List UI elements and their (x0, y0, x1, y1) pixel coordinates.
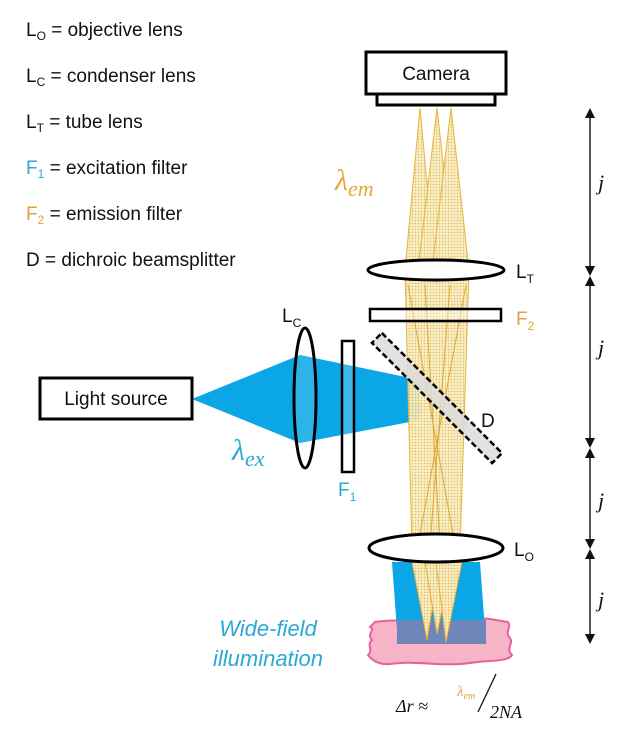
excitation-wavelength-label: λex (231, 434, 265, 471)
emission-filter (368, 307, 503, 323)
camera-label: Camera (402, 64, 470, 85)
legend-item-emission-filter: F2 = emission filter (26, 202, 236, 248)
excitation-filter-label: F1 (338, 480, 357, 504)
legend-symbol: F2 (26, 204, 45, 227)
legend-symbol: F1 (26, 158, 45, 181)
legend-text: = objective lens (45, 20, 183, 41)
emission-cones-sample (411, 561, 463, 643)
legend-symbol: D (26, 250, 40, 271)
emission-rays (407, 284, 467, 546)
distance-label-3: j (595, 488, 604, 513)
legend-text: = tube lens (43, 112, 143, 133)
condenser-lens (292, 326, 318, 470)
distance-label-4: j (595, 587, 604, 612)
formula-slash (477, 673, 497, 713)
light-source-label: Light source (64, 389, 168, 410)
condenser-lens-label: LC (282, 306, 302, 330)
emission-filter-label: F2 (516, 309, 535, 333)
dichroic-beamsplitter (370, 331, 504, 465)
illumination-label-line1: Wide-field (219, 616, 317, 641)
formula-denominator: 2NA (490, 702, 523, 722)
legend-symbol: LO (26, 20, 46, 43)
camera: Camera (364, 50, 508, 107)
objective-lens-label: LO (514, 540, 534, 564)
legend-text: = dichroic beamsplitter (39, 250, 236, 271)
legend-item-condenser-lens: LC = condenser lens (26, 64, 236, 110)
emission-wavelength-label: λem (334, 164, 374, 201)
formula-numerator: λem (456, 684, 475, 702)
formula-lhs: Δr ≈ (395, 696, 428, 716)
illumination-label-line2: illumination (213, 646, 323, 671)
legend-symbol: LC (26, 66, 46, 89)
legend-item-dichroic: D = dichroic beamsplitter (26, 248, 236, 294)
distance-label-2: j (595, 335, 604, 360)
distance-label-1: j (595, 170, 604, 195)
distance-arrows (585, 108, 595, 644)
legend-text: = condenser lens (45, 66, 196, 87)
legend-item-tube-lens: LT = tube lens (26, 110, 236, 156)
light-source: Light source (38, 376, 194, 421)
legend-text: = excitation filter (44, 158, 188, 179)
tube-lens-label: LT (516, 262, 535, 286)
resolution-formula: Δr ≈ λem 2NA (395, 673, 523, 722)
legend-symbol: LT (26, 112, 44, 135)
excitation-beam (192, 355, 420, 443)
legend: LO = objective lens LC = condenser lens … (26, 18, 236, 294)
legend-item-objective-lens: LO = objective lens (26, 18, 236, 64)
excitation-filter (340, 339, 356, 474)
dichroic-label: D (481, 411, 495, 432)
tube-lens (366, 258, 506, 282)
legend-text: = emission filter (44, 204, 183, 225)
objective-lens (367, 532, 505, 564)
legend-item-excitation-filter: F1 = excitation filter (26, 156, 236, 202)
illumination-overlap (397, 620, 486, 644)
